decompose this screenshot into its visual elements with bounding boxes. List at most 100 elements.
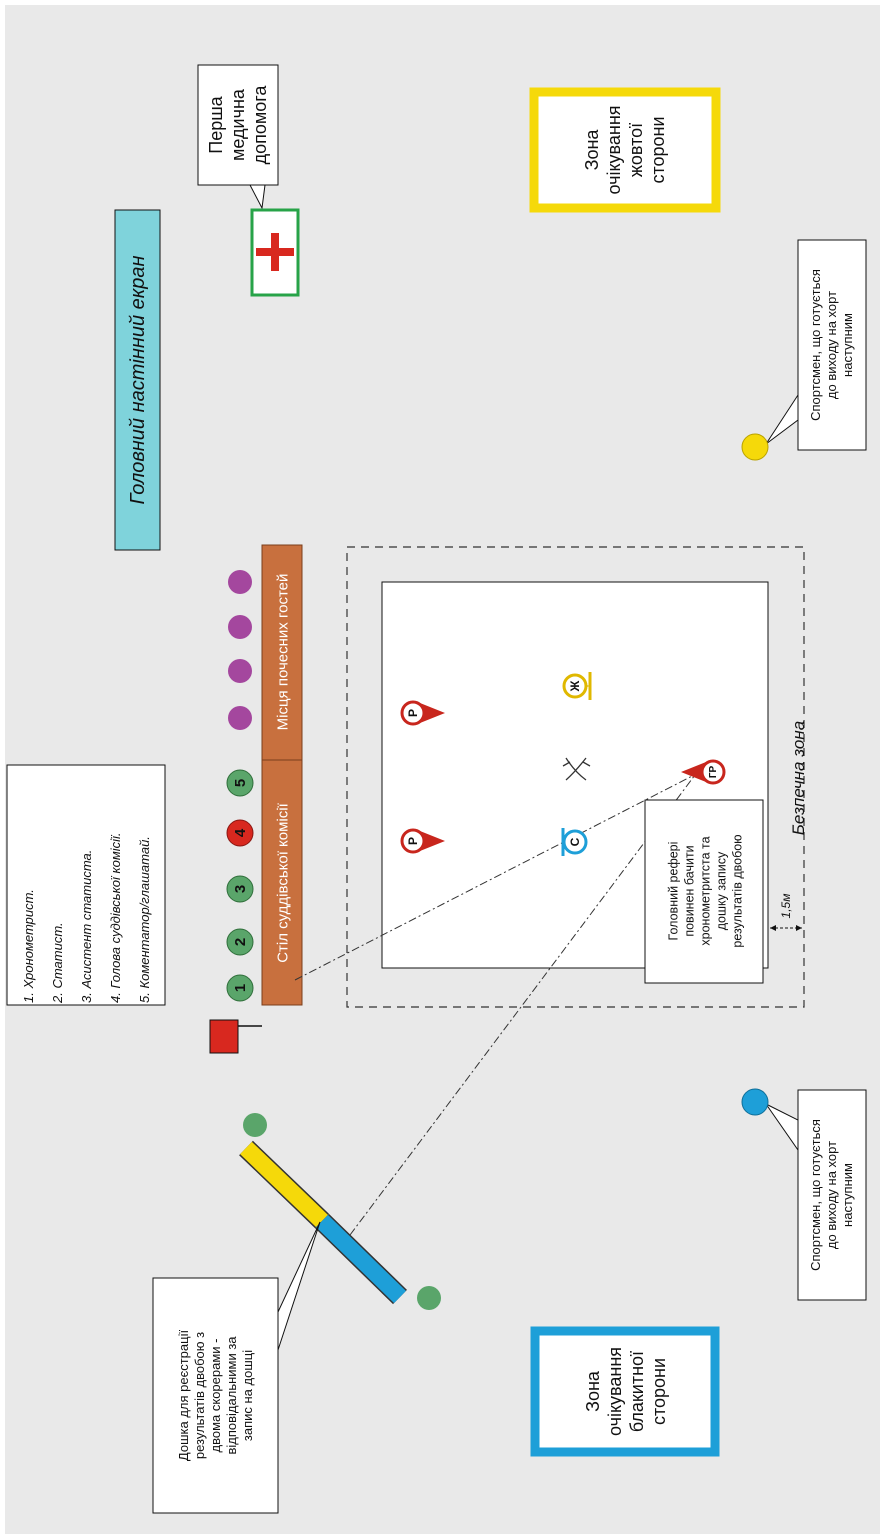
judge-seat-1: [226, 974, 254, 1002]
blue-athlete-letter: С: [568, 837, 582, 847]
judge-number-2: 2: [232, 938, 249, 946]
yellow-zone-line: Зона: [582, 129, 602, 171]
crossed-swords-icon: [562, 757, 591, 781]
blue-zone-line: блакитної: [626, 1350, 647, 1433]
judge-seat-4: [226, 819, 254, 847]
athlete-note-line: Спортсмен, що готується: [808, 269, 823, 421]
referee-icon: [400, 828, 426, 854]
guest-seats: [228, 570, 252, 730]
referee-note-line: результатів двобою: [730, 834, 745, 948]
judge-seat-5: [226, 769, 254, 797]
scoreboard-yellow-fill: [240, 1141, 328, 1228]
blue-athlete-icon: [562, 829, 588, 855]
referee-note-line: повинен бачити: [682, 845, 697, 937]
yellow-athlete-icon: [562, 673, 588, 699]
legend-item: 1. Хронометрист.: [20, 889, 36, 1003]
first-aid-callout: [197, 64, 279, 186]
referee-icon: [400, 700, 426, 726]
chief-referee-icon: [700, 759, 726, 785]
safe-zone: [346, 546, 805, 1008]
athlete-note-line: наступним: [840, 313, 855, 377]
blue-zone-line: Зона: [582, 1371, 603, 1412]
board-note-line: двома скорерами -: [207, 1338, 223, 1453]
board-note-line: відповідальними за: [223, 1336, 239, 1455]
blue-zone-line: сторони: [648, 1357, 669, 1426]
athlete-note-line: Спортсмен, що готується: [808, 1119, 823, 1271]
yellow-athlete-marker: [562, 672, 592, 700]
judge-numbers: 1 2 3 4 5: [232, 779, 249, 992]
first-aid-callout-pointer: [249, 184, 266, 210]
athlete-note-line: наступним: [840, 1163, 855, 1227]
distance-label: 1,5м: [779, 893, 793, 919]
athlete-blue: [741, 1088, 769, 1116]
first-aid-line: медична: [228, 89, 248, 161]
board-note-line: результатів двобою з: [191, 1331, 207, 1460]
legend: 1. Хронометрист. 2. Статист. 3. Асистент…: [11, 767, 161, 1003]
athlete-note-yellow-text: Спортсмен, що готується до виходу на хор…: [798, 240, 866, 450]
safe-zone-label: Безпечна зона: [789, 720, 808, 836]
referee-letter: Р: [406, 837, 420, 846]
board-note-text: Дошка для реєстрації результатів двобою …: [153, 1278, 278, 1513]
referee-marker-2: [400, 828, 445, 854]
guests-area: [261, 544, 303, 761]
guest-seat: [228, 659, 252, 683]
yellow-zone-line: жовтої: [626, 122, 646, 178]
athlete-note-line: до виходу на хорт: [824, 1140, 839, 1250]
board-note-box: [152, 1277, 279, 1514]
board-note-line: запис на дошці: [239, 1349, 255, 1442]
judges-table: [261, 759, 303, 1006]
distance-arrow-right: [796, 925, 802, 931]
athlete-note-blue-box: [797, 1089, 867, 1301]
chief-referee-marker: [681, 759, 726, 785]
referee-note-text: Головний рефері повинен бачити хронометр…: [647, 800, 765, 983]
yellow-zone-line: сторони: [648, 116, 668, 184]
judge-number-3: 3: [232, 885, 249, 893]
red-flag: [209, 1019, 239, 1054]
athlete-note-blue-text: Спортсмен, що готується до виходу на хор…: [798, 1090, 866, 1300]
main-screen-label: Головний настінний екран: [126, 255, 149, 505]
main-screen: [114, 209, 161, 551]
referee-letter: Р: [406, 709, 420, 718]
guests-label: Місця почесних гостей: [274, 573, 291, 731]
first-aid-cross-bar: [256, 248, 294, 256]
sight-line-to-judges: [294, 771, 701, 981]
athlete-note-blue-pointer: [765, 1103, 799, 1152]
first-aid-label: Перша медична допомога: [198, 65, 278, 185]
athlete-yellow: [741, 433, 769, 461]
judges-seats: [226, 769, 254, 1002]
athlete-note-yellow-pointer: [765, 393, 799, 445]
distance-arrow-left: [770, 925, 776, 931]
yellow-athlete-letter: Ж: [568, 680, 582, 692]
legend-box: [6, 764, 166, 1006]
judge-seat-3: [226, 875, 254, 903]
chief-referee-letter: ГР: [707, 765, 719, 779]
scorer-seat-2: [417, 1286, 441, 1310]
referee-note-box: [644, 799, 764, 984]
first-aid-line: допомога: [250, 85, 270, 165]
referee-note-line: хронометритста та: [698, 836, 713, 946]
guest-seat: [228, 570, 252, 594]
legend-item: 5. Коментатор/глашатай.: [136, 836, 152, 1003]
board-note-pointer: [277, 1221, 321, 1351]
judge-number-5: 5: [232, 779, 249, 787]
referee-note-line: дошку запису: [714, 851, 729, 931]
judges-table-label: Стіл суддівської комісії: [274, 803, 291, 963]
legend-item: 3. Асистент статиста.: [78, 849, 94, 1003]
referee-marker-1: [400, 700, 445, 726]
legend-item: 2. Статист.: [49, 922, 65, 1003]
chief-referee-pointer: [681, 762, 706, 782]
referee-marker-pointer: [420, 831, 445, 851]
judge-seat-2: [226, 928, 254, 956]
guest-seat: [228, 706, 252, 730]
legend-item: 4. Голова суддівської комісії.: [107, 832, 123, 1003]
guest-seat: [228, 615, 252, 639]
athlete-note-yellow-box: [797, 239, 867, 451]
referee-marker-pointer: [420, 703, 445, 723]
judge-number-4: 4: [232, 828, 249, 837]
blue-athlete-marker: [561, 828, 588, 856]
athlete-note-line: до виходу на хорт: [824, 290, 839, 400]
yellow-zone-line: очікування: [604, 105, 624, 195]
yellow-zone-label: Зона очікування жовтої сторони: [565, 90, 685, 210]
judge-number-1: 1: [232, 984, 249, 992]
